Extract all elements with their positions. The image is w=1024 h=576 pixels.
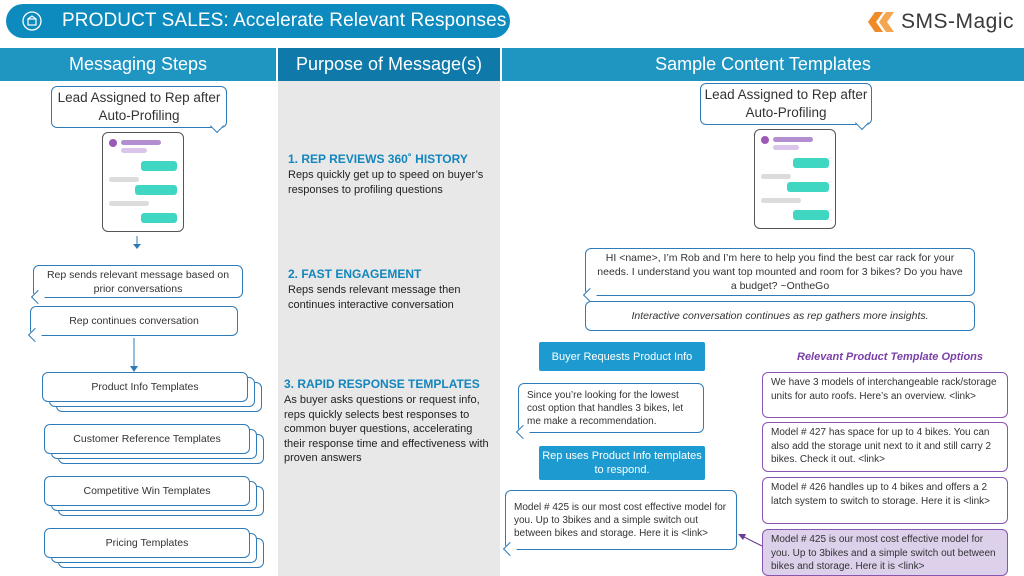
avatar-dot bbox=[761, 136, 769, 144]
template-stack-product-info[interactable]: Product Info Templates bbox=[42, 372, 262, 412]
template-option-3[interactable]: Model # 426 handles up to 4 bikes and of… bbox=[762, 477, 1008, 524]
message-line bbox=[761, 174, 791, 179]
interactive-continues-bubble: Interactive conversation continues as re… bbox=[585, 301, 975, 331]
purpose-column-background bbox=[278, 81, 500, 576]
buyer-message-text: Since you’re looking for the lowest cost… bbox=[527, 389, 684, 427]
bubble-tail bbox=[27, 327, 43, 343]
purpose-item-3: 3. RAPID RESPONSE TEMPLATES As buyer ask… bbox=[284, 377, 492, 466]
template-option-1[interactable]: We have 3 models of interchangeable rack… bbox=[762, 372, 1008, 418]
reply-bubble bbox=[141, 161, 177, 171]
reply-bubble bbox=[787, 182, 829, 192]
phone-mockup bbox=[754, 129, 836, 229]
template-stack-competitive-win[interactable]: Competitive Win Templates bbox=[44, 476, 264, 516]
reply-bubble bbox=[135, 185, 177, 195]
rep-continues-text: Rep continues conversation bbox=[69, 315, 199, 327]
arrow-left-icon bbox=[738, 534, 763, 547]
template-option-4-selected[interactable]: Model # 425 is our most cost effective m… bbox=[762, 529, 1008, 576]
greeting-message-text: HI <name>, I’m Rob and I’m here to help … bbox=[597, 252, 963, 292]
message-line bbox=[761, 198, 801, 203]
purpose-heading: 1. REP REVIEWS 360˚ HISTORY bbox=[288, 152, 468, 166]
purpose-body: As buyer asks questions or request info,… bbox=[284, 394, 489, 464]
lead-assigned-text: Lead Assigned to Rep after Auto-Profilin… bbox=[704, 87, 868, 120]
message-line bbox=[773, 137, 813, 142]
template-label: Pricing Templates bbox=[44, 528, 250, 558]
option-text: We have 3 models of interchangeable rack… bbox=[771, 377, 997, 402]
template-label: Competitive Win Templates bbox=[44, 476, 250, 506]
buyer-message-bubble: Since you’re looking for the lowest cost… bbox=[515, 383, 704, 440]
page-title: PRODUCT SALES: Accelerate Relevant Respo… bbox=[62, 10, 507, 31]
sms-magic-logo-icon bbox=[867, 12, 894, 32]
arrow-down-icon bbox=[130, 338, 138, 372]
template-stack-customer-reference[interactable]: Customer Reference Templates bbox=[44, 424, 264, 464]
purpose-item-1: 1. REP REVIEWS 360˚ HISTORY Reps quickly… bbox=[288, 152, 488, 197]
rep-sends-text: Rep sends relevant message based on prio… bbox=[46, 268, 230, 295]
option-text: Model # 427 has space for up to 4 bikes.… bbox=[771, 427, 992, 465]
column-header-purpose: Purpose of Message(s) bbox=[278, 48, 500, 81]
phone-mockup bbox=[102, 132, 184, 232]
column-header-samples: Sample Content Templates bbox=[502, 48, 1024, 81]
logo-text: SMS-Magic bbox=[900, 10, 1014, 33]
rep-sends-bubble: Rep sends relevant message based on prio… bbox=[30, 265, 243, 305]
rep-continues-bubble: Rep continues conversation bbox=[27, 306, 238, 343]
reply-bubble bbox=[141, 213, 177, 223]
product-box-icon bbox=[22, 11, 42, 31]
template-option-2[interactable]: Model # 427 has space for up to 4 bikes.… bbox=[762, 422, 1008, 472]
message-line bbox=[109, 177, 139, 182]
rep-reply-bubble: Model # 425 is our most cost effective m… bbox=[502, 490, 737, 557]
title-bar: PRODUCT SALES: Accelerate Relevant Respo… bbox=[6, 4, 510, 38]
message-line bbox=[109, 201, 149, 206]
rep-uses-templates-label: Rep uses Product Info templates to respo… bbox=[539, 446, 705, 480]
lead-assigned-bubble: Lead Assigned to Rep after Auto-Profilin… bbox=[700, 83, 872, 131]
buyer-requests-label: Buyer Requests Product Info bbox=[539, 342, 705, 371]
purpose-item-2: 2. FAST ENGAGEMENT Reps sends relevant m… bbox=[288, 267, 488, 312]
purpose-body: Reps quickly get up to speed on buyer’s … bbox=[288, 169, 484, 196]
purpose-heading: 3. RAPID RESPONSE TEMPLATES bbox=[284, 377, 480, 391]
lead-assigned-text: Lead Assigned to Rep after Auto-Profilin… bbox=[57, 90, 221, 123]
rep-reply-text: Model # 425 is our most cost effective m… bbox=[514, 501, 727, 539]
template-label: Customer Reference Templates bbox=[44, 424, 250, 454]
message-line bbox=[121, 140, 161, 145]
interactive-continues-text: Interactive conversation continues as re… bbox=[631, 309, 929, 322]
message-line bbox=[121, 148, 147, 153]
lead-assigned-bubble: Lead Assigned to Rep after Auto-Profilin… bbox=[51, 86, 227, 134]
avatar-dot bbox=[109, 139, 117, 147]
purpose-heading: 2. FAST ENGAGEMENT bbox=[288, 267, 422, 281]
option-text: Model # 426 handles up to 4 bikes and of… bbox=[771, 482, 990, 507]
brand-logo: SMS-Magic bbox=[866, 10, 1014, 34]
template-label: Product Info Templates bbox=[42, 372, 248, 402]
bubble-tail bbox=[502, 541, 518, 557]
message-line bbox=[773, 145, 799, 150]
reply-bubble bbox=[793, 158, 829, 168]
option-text: Model # 425 is our most cost effective m… bbox=[771, 534, 996, 572]
purpose-body: Reps sends relevant message then continu… bbox=[288, 284, 461, 311]
reply-bubble bbox=[793, 210, 829, 220]
options-title: Relevant Product Template Options bbox=[797, 351, 984, 363]
arrow-down-icon bbox=[133, 236, 141, 249]
column-header-steps: Messaging Steps bbox=[0, 48, 276, 81]
template-stack-pricing[interactable]: Pricing Templates bbox=[44, 528, 264, 568]
greeting-message-bubble: HI <name>, I’m Rob and I’m here to help … bbox=[582, 248, 975, 303]
